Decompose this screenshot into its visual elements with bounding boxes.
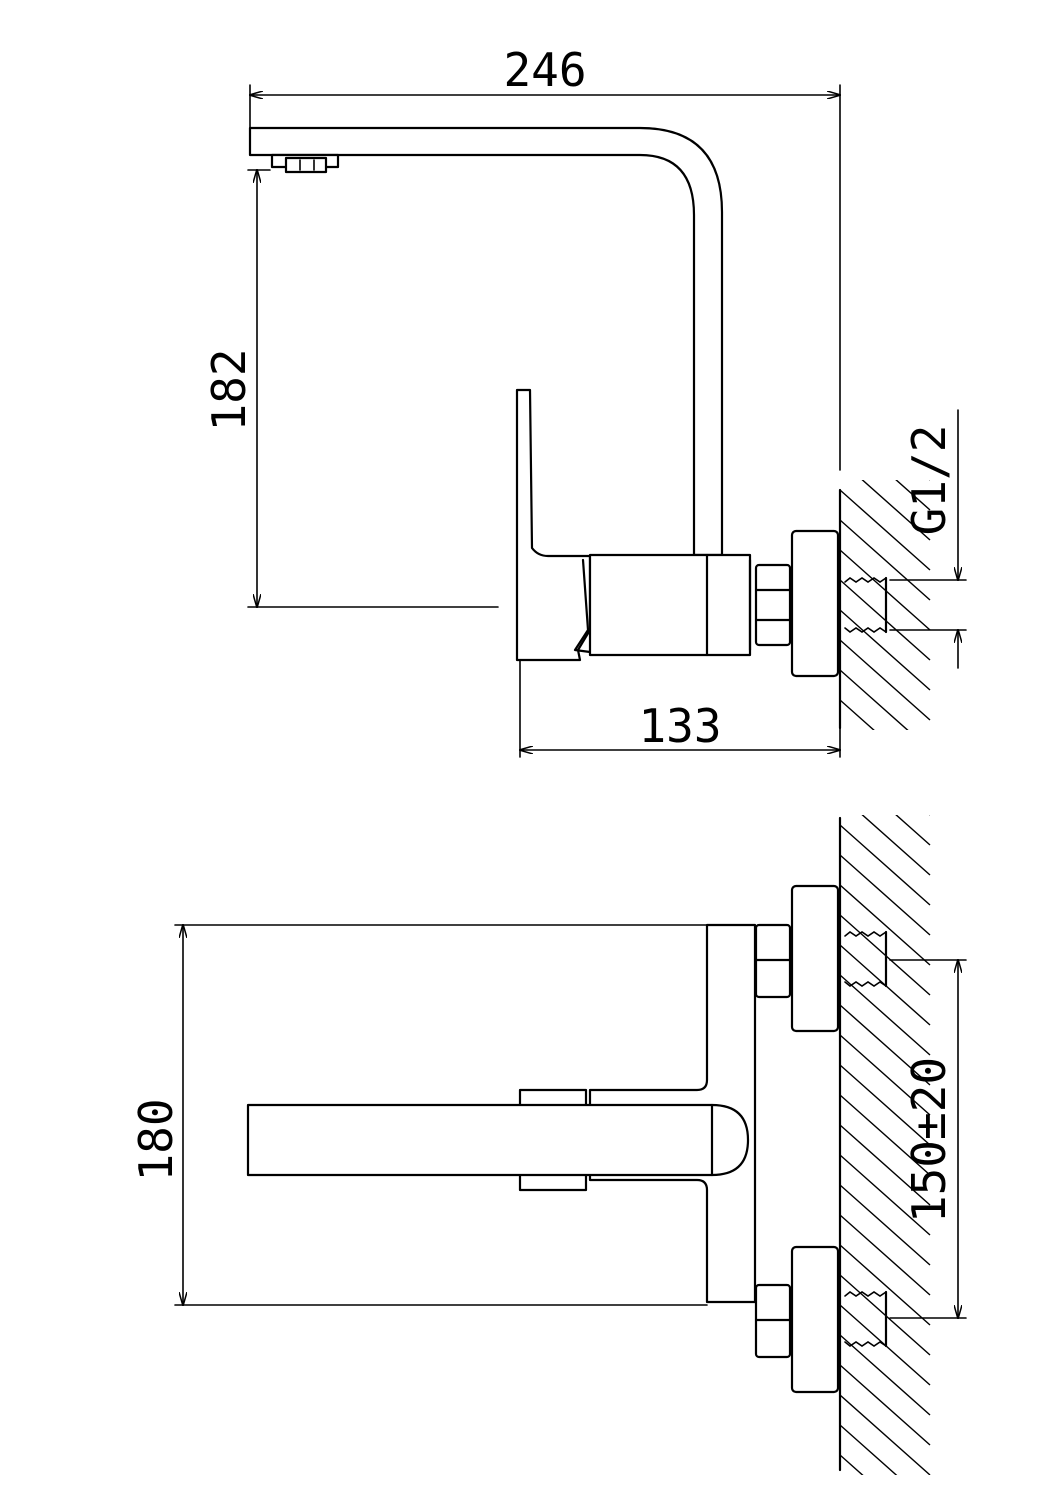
dim-inlet-spacing — [889, 960, 967, 1318]
side-view: 246 182 G1/2 133 — [202, 43, 967, 758]
wall-hatch-line — [840, 1034, 931, 1116]
wall-hatch-line — [840, 974, 931, 1056]
wall-hatch-line — [840, 1334, 931, 1416]
wall-hatch-line — [840, 1244, 931, 1326]
wall-hatch-line — [840, 1184, 931, 1266]
threaded-inlet-top — [844, 576, 888, 634]
wall-hatch-line — [840, 669, 909, 730]
dim-label-180: 180 — [129, 1098, 183, 1181]
wall-hatch-line — [840, 1394, 931, 1475]
wall-hatch-line — [840, 639, 931, 721]
wall-hatch-line — [840, 1124, 931, 1206]
inlet-connection-lower — [754, 1245, 888, 1394]
wall-hatch-line — [840, 1064, 931, 1146]
wall-hatch-line — [861, 480, 931, 541]
wall-hatch-line — [840, 1364, 931, 1446]
hex-nut-top — [754, 563, 792, 647]
wall-hatch-line — [895, 815, 931, 846]
dim-label-133: 133 — [638, 699, 721, 753]
wall-hatch-line — [840, 489, 931, 571]
dim-overall-width — [174, 925, 708, 1305]
dim-label-246: 246 — [503, 43, 586, 97]
wall-hatch-line — [928, 815, 930, 816]
inlet-connection-upper — [754, 884, 888, 1033]
wall-hatch-line — [840, 1004, 931, 1086]
lever-front — [246, 1088, 750, 1192]
wall-hatch-line — [840, 824, 931, 906]
wall-hatch-line — [840, 884, 931, 966]
spout — [248, 126, 724, 557]
dim-label-182: 182 — [202, 348, 256, 431]
front-view: 180 150±20 — [129, 815, 967, 1475]
wall-hatch-line — [861, 815, 931, 876]
wall-hatch-line — [840, 1214, 931, 1296]
dim-label-150: 150±20 — [902, 1057, 956, 1223]
dim-spout-height — [247, 170, 499, 607]
wall-hatch-line — [840, 1454, 864, 1475]
wall-hatch-line — [895, 480, 931, 511]
wall-flange-top — [790, 529, 840, 678]
wall-hatch-line — [840, 1094, 931, 1176]
aerator — [270, 153, 340, 174]
wall-hatch-line — [840, 1154, 931, 1236]
wall-bottom — [838, 815, 931, 1475]
dim-spout-length — [250, 84, 840, 471]
handle-lever — [515, 388, 592, 662]
wall-hatch-line — [840, 854, 931, 936]
mixer-body — [588, 553, 752, 657]
wall-hatch-line — [840, 699, 875, 730]
dim-label-g12: G1/2 — [902, 425, 956, 536]
wall-hatch-line — [840, 1424, 898, 1475]
wall-hatch-line — [840, 609, 931, 691]
dim-projection — [520, 659, 840, 758]
dim-thread — [889, 409, 967, 669]
handle-joint — [573, 558, 592, 654]
wall-hatch-line — [840, 519, 931, 601]
